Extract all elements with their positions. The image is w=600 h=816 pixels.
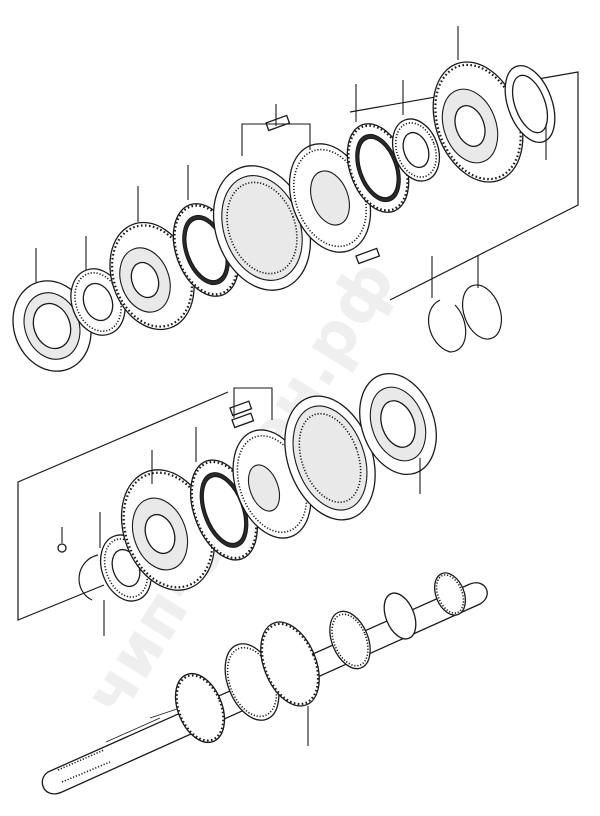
- shaft-gear-pinion: [174, 672, 226, 744]
- shaft-spline-left: [57, 749, 111, 783]
- shift-key-upper-1: [265, 114, 291, 132]
- needle-bearing-upper-2: [391, 118, 441, 182]
- shaft-spline-mid: [329, 610, 371, 670]
- detent-ball: [57, 543, 67, 553]
- main-shaft: [41, 572, 488, 795]
- shift-key-lower-2: [231, 412, 255, 429]
- shift-key-upper-2: [355, 247, 381, 265]
- synchro-sleeve-upper: [212, 165, 312, 291]
- circlip-upper: [461, 284, 503, 340]
- upper-leader-lines: [35, 26, 547, 298]
- thrust-washer-upper: [504, 65, 556, 143]
- lower-group-frame: [17, 391, 229, 621]
- upper-shaft-assembly: [12, 26, 579, 372]
- ball-bearing-lower: [359, 372, 437, 476]
- shift-key-lower-1: [229, 400, 253, 417]
- snap-ring-upper: [427, 299, 467, 353]
- lower-shaft-assembly: [17, 372, 437, 636]
- helical-gear-upper-2: [432, 61, 524, 183]
- lower-leader-lines: [99, 387, 421, 636]
- snap-ring-lower: [78, 554, 99, 601]
- shaft-gear-helical: [260, 621, 320, 707]
- synchro-sleeve-lower: [284, 395, 376, 521]
- shaft-spline-right: [433, 572, 467, 616]
- shaft-collar: [383, 592, 417, 640]
